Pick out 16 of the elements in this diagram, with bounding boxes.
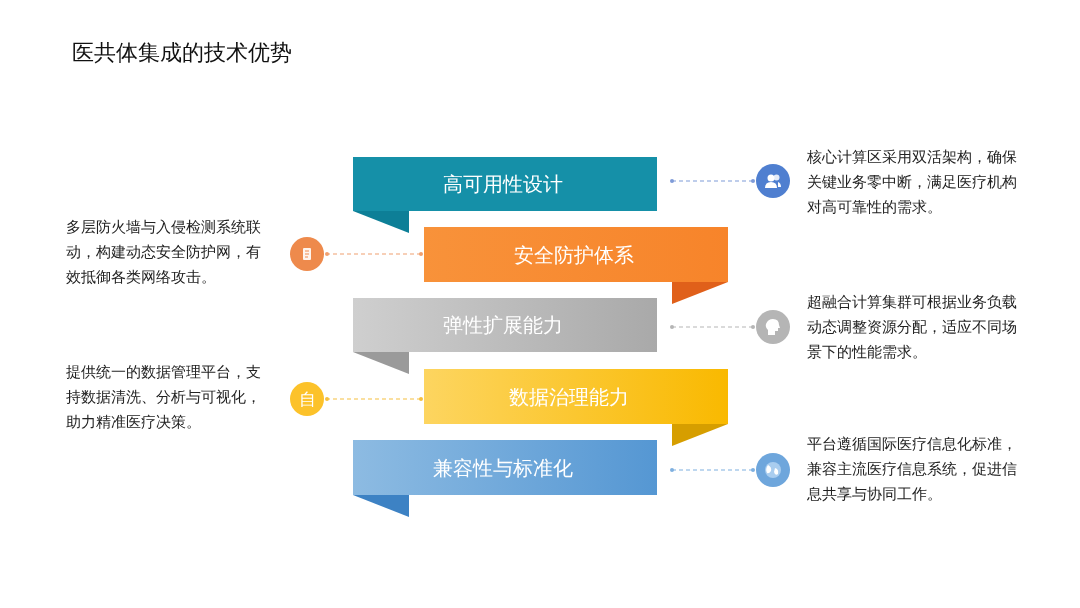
- description-text: 提供统一的数据管理平台，支持数据清洗、分析与可视化，助力精准医疗决策。: [66, 362, 262, 433]
- title: 医共体集成的技术优势: [72, 39, 292, 67]
- dashed-connector: [670, 179, 755, 183]
- description-text: 多层防火墙与入侵检测系统联动，构建动态安全防护网，有效抵御各类网络攻击。: [66, 217, 262, 288]
- description-text: 超融合计算集群可根据业务负载动态调整资源分配，适应不同场景下的性能需求。: [807, 292, 1018, 363]
- dashed-connector: [670, 468, 755, 472]
- description-text: 平台遵循国际医疗信息化标准，兼容主流医疗信息系统，促进信息共享与协同工作。: [807, 434, 1018, 505]
- dashed-connector: [325, 397, 423, 401]
- document-icon: [290, 237, 324, 271]
- people-icon: [756, 164, 790, 198]
- globe-icon: [756, 453, 790, 487]
- description-text: 核心计算区采用双活架构，确保关键业务零中断，满足医疗机构对高可靠性的需求。: [807, 147, 1018, 218]
- head-icon: [756, 310, 790, 344]
- text-badge: 自: [290, 382, 324, 416]
- dashed-connector: [670, 325, 755, 329]
- dashed-connector: [325, 252, 423, 256]
